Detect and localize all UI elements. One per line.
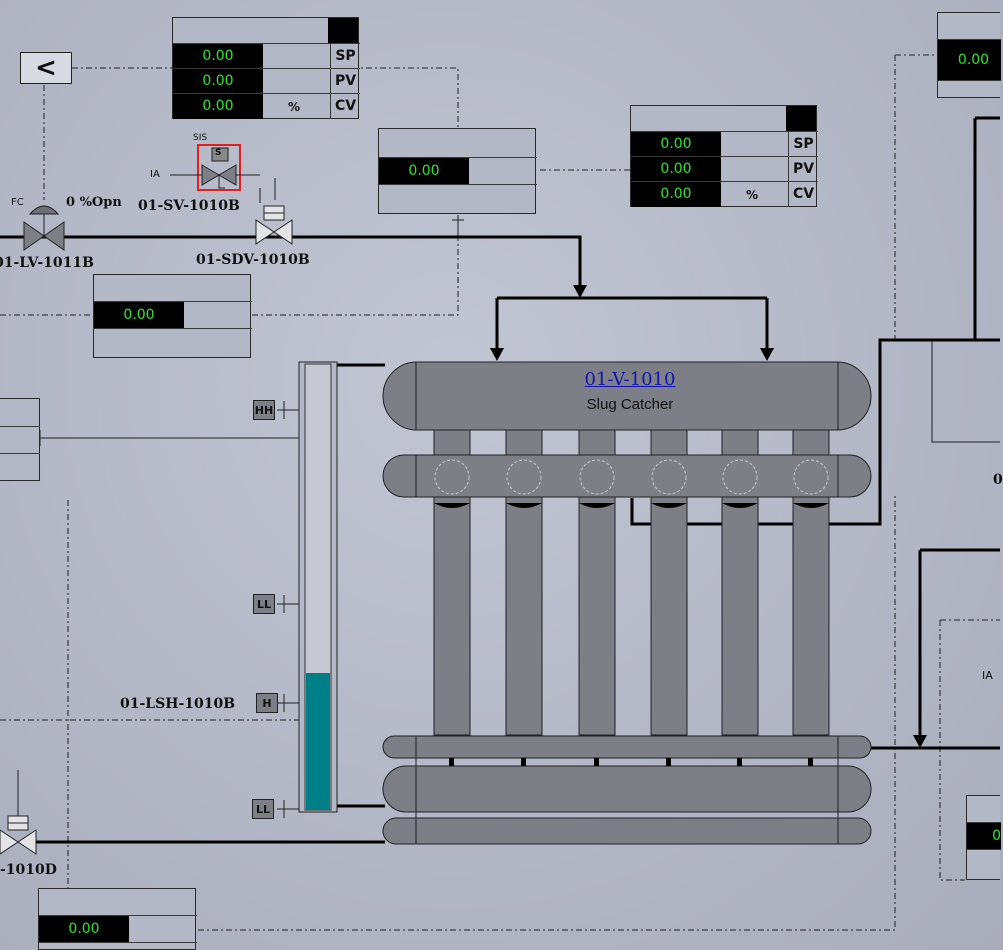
control-valve-icon[interactable]: [23, 205, 65, 251]
valve-opening: 0 %Opn: [66, 195, 122, 210]
level-switch-tag[interactable]: 01-LSH-1010B: [120, 696, 236, 712]
pv-value: 0.00: [173, 69, 263, 93]
sp-tag: SP: [330, 44, 360, 68]
pv-tag: PV: [788, 157, 818, 181]
valve-tag-sv-1010b[interactable]: 01-SV-1010B: [138, 198, 240, 214]
cv-tag: CV: [330, 94, 360, 119]
indicator-top-right[interactable]: 0.00: [937, 12, 1001, 98]
valve-tag-sdv-1010b[interactable]: 01-SDV-1010B: [196, 252, 310, 268]
vessel-name: Slug Catcher: [586, 396, 674, 413]
indicator-bottom-left[interactable]: 0.00: [38, 888, 197, 950]
indicator-value: 0.00: [938, 40, 1001, 80]
cv-tag: CV: [788, 182, 818, 207]
level-ll-upper-tag[interactable]: LL: [253, 594, 275, 614]
controller-faceplate-mid[interactable]: 0.00 SP 0.00 PV 0.00 % CV: [630, 105, 818, 207]
left-side-panel[interactable]: [0, 398, 40, 481]
indicator-bottom-right[interactable]: 0: [966, 795, 1001, 880]
cv-value: 0.00: [631, 182, 721, 207]
indicator-center-top[interactable]: 0.00: [378, 128, 537, 214]
level-fill: [306, 673, 330, 810]
fail-mode-label: FC: [11, 197, 24, 208]
right-fragment-label: 0: [993, 472, 1003, 488]
pv-value: 0.00: [631, 157, 721, 181]
sp-value: 0.00: [173, 44, 263, 68]
vessel-tag-link[interactable]: 01-V-1010: [584, 369, 676, 390]
sp-value: 0.00: [631, 132, 721, 156]
cv-value: 0.00: [173, 94, 263, 119]
back-button[interactable]: <: [20, 52, 72, 84]
valve-1010d-icon[interactable]: [0, 770, 37, 855]
solenoid-valve-icon[interactable]: [170, 144, 260, 191]
indicator-left-mid[interactable]: 0.00: [93, 274, 252, 358]
level-hh-tag[interactable]: HH: [253, 400, 275, 420]
valve-tag-1010d[interactable]: -1010D: [0, 862, 57, 878]
sis-label: SIS: [193, 133, 208, 143]
level-h-tag[interactable]: H: [256, 693, 278, 713]
controller-faceplate-top[interactable]: 0.00 SP 0.00 PV 0.00 % CV: [172, 17, 360, 119]
valve-tag-lv-1011b[interactable]: 01-LV-1011B: [0, 255, 94, 271]
cv-unit: %: [288, 100, 301, 114]
cv-unit: %: [746, 188, 759, 202]
indicator-value: 0: [967, 823, 1001, 849]
indicator-value: 0.00: [39, 916, 129, 942]
sp-tag: SP: [788, 132, 818, 156]
shutdown-valve-icon[interactable]: [255, 205, 293, 245]
solenoid-label: S: [215, 148, 222, 158]
level-ll-lower-tag[interactable]: LL: [252, 799, 274, 819]
right-ia-label: IA: [982, 669, 993, 682]
pv-tag: PV: [330, 69, 360, 93]
indicator-value: 0.00: [379, 158, 469, 184]
indicator-value: 0.00: [94, 302, 184, 328]
instrument-air-label: IA: [150, 169, 160, 180]
